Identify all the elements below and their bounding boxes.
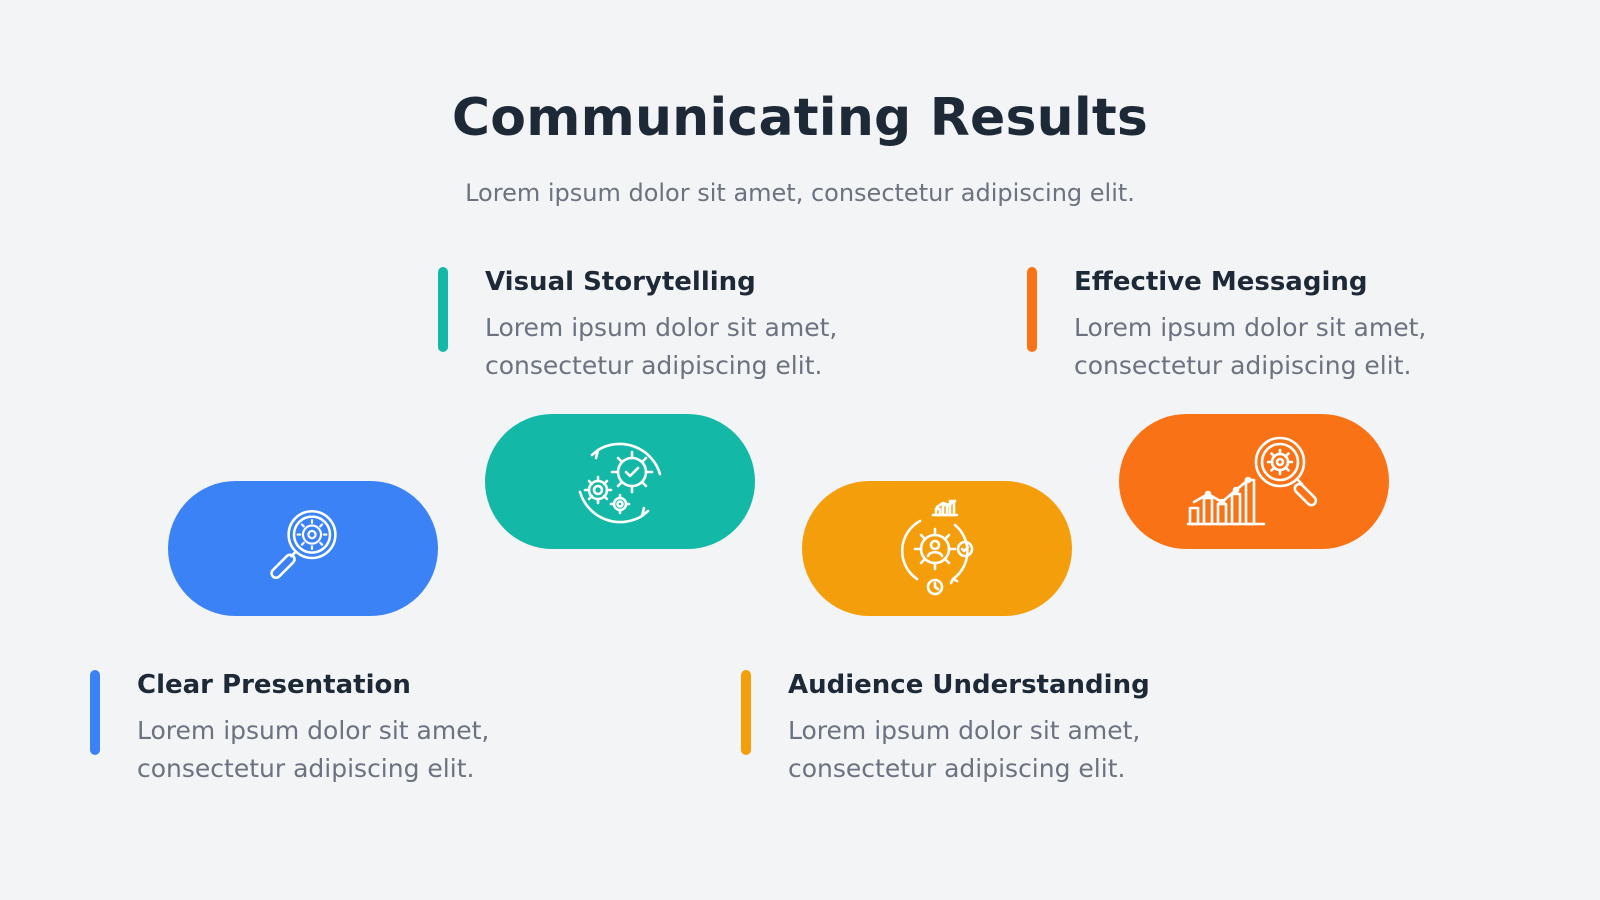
item-description-line: consectetur adipiscing elit. xyxy=(1074,351,1412,380)
item-title: Effective Messaging xyxy=(1074,267,1368,297)
item-description-line: Lorem ipsum dolor sit amet, xyxy=(1074,313,1427,342)
page-subtitle: Lorem ipsum dolor sit amet, consectetur … xyxy=(465,179,1135,207)
magnifier-gear-icon xyxy=(270,509,337,579)
item-description: Lorem ipsum dolor sit amet, consectetur … xyxy=(788,712,1208,788)
gear-user-cycle-icon xyxy=(900,499,974,595)
accent-bar xyxy=(1027,267,1037,352)
item-title: Audience Understanding xyxy=(788,670,1150,700)
pill-clear-presentation xyxy=(168,481,438,616)
chart-magnifier-icon xyxy=(1186,436,1318,525)
item-description: Lorem ipsum dolor sit amet, consectetur … xyxy=(1074,309,1494,385)
pill-visual-storytelling xyxy=(485,414,755,549)
item-description-line: Lorem ipsum dolor sit amet, xyxy=(485,313,838,342)
item-description-line: Lorem ipsum dolor sit amet, xyxy=(788,716,1141,745)
item-description-line: Lorem ipsum dolor sit amet, xyxy=(137,716,490,745)
gears-cycle-icon xyxy=(578,442,662,523)
pill-audience-understanding xyxy=(802,481,1072,616)
accent-bar xyxy=(438,267,448,352)
item-description-line: consectetur adipiscing elit. xyxy=(137,754,475,783)
accent-bar xyxy=(741,670,751,755)
item-title: Visual Storytelling xyxy=(485,267,756,297)
item-description: Lorem ipsum dolor sit amet, consectetur … xyxy=(137,712,557,788)
item-description-line: consectetur adipiscing elit. xyxy=(485,351,823,380)
item-description-line: consectetur adipiscing elit. xyxy=(788,754,1126,783)
pill-effective-messaging xyxy=(1119,414,1389,549)
item-title: Clear Presentation xyxy=(137,670,411,700)
item-description: Lorem ipsum dolor sit amet, consectetur … xyxy=(485,309,905,385)
accent-bar xyxy=(90,670,100,755)
page-title: Communicating Results xyxy=(451,88,1149,148)
